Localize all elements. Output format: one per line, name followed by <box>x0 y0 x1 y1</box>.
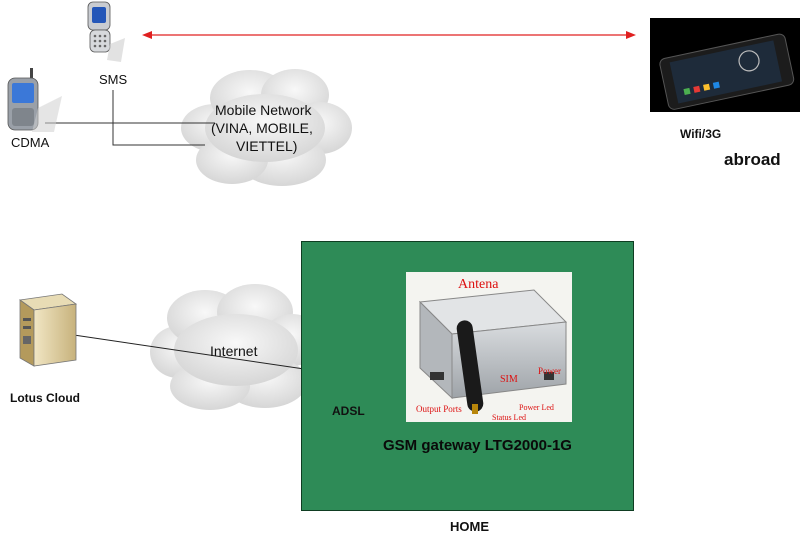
sim-label: SIM <box>500 374 518 385</box>
wifi-3g-label: Wifi/3G <box>680 127 722 141</box>
mobile-network-label-line-2: (VINA, MOBILE, <box>211 120 313 136</box>
gsm-gateway-device-icon <box>406 272 572 422</box>
internet-link-line <box>39 329 346 376</box>
power-led-label: Power Led <box>519 403 554 412</box>
mobile-network-connectors <box>45 90 215 146</box>
cdma-label: CDMA <box>11 135 50 150</box>
internet-label: Internet <box>210 343 258 359</box>
mobile-network-cloud-icon <box>181 69 352 186</box>
sms-to-abroad-arrow <box>142 31 636 39</box>
antena-label: Antena <box>458 277 499 292</box>
gsm-gateway-label: GSM gateway LTG2000-1G <box>383 437 572 454</box>
adsl-label: ADSL <box>332 404 365 418</box>
mobile-network-label-line-1: Mobile Network <box>215 102 312 118</box>
lotus-cloud-label: Lotus Cloud <box>10 391 80 405</box>
flip-phone-icon <box>87 1 125 62</box>
cdma-phone-icon <box>7 68 62 132</box>
antenna-icon <box>456 320 484 414</box>
home-label: HOME <box>450 519 489 534</box>
server-icon <box>18 293 78 367</box>
status-led-label: Status Led <box>492 413 526 422</box>
mobile-network-label-line-3: VIETTEL) <box>236 138 298 154</box>
abroad-label: abroad <box>724 150 781 169</box>
output-ports-label: Output Ports <box>416 404 462 414</box>
power-label: Power <box>538 366 561 376</box>
smartphone-icon <box>650 18 800 112</box>
sms-label: SMS <box>99 72 128 87</box>
gsm-gateway-device-graphic <box>418 289 568 414</box>
